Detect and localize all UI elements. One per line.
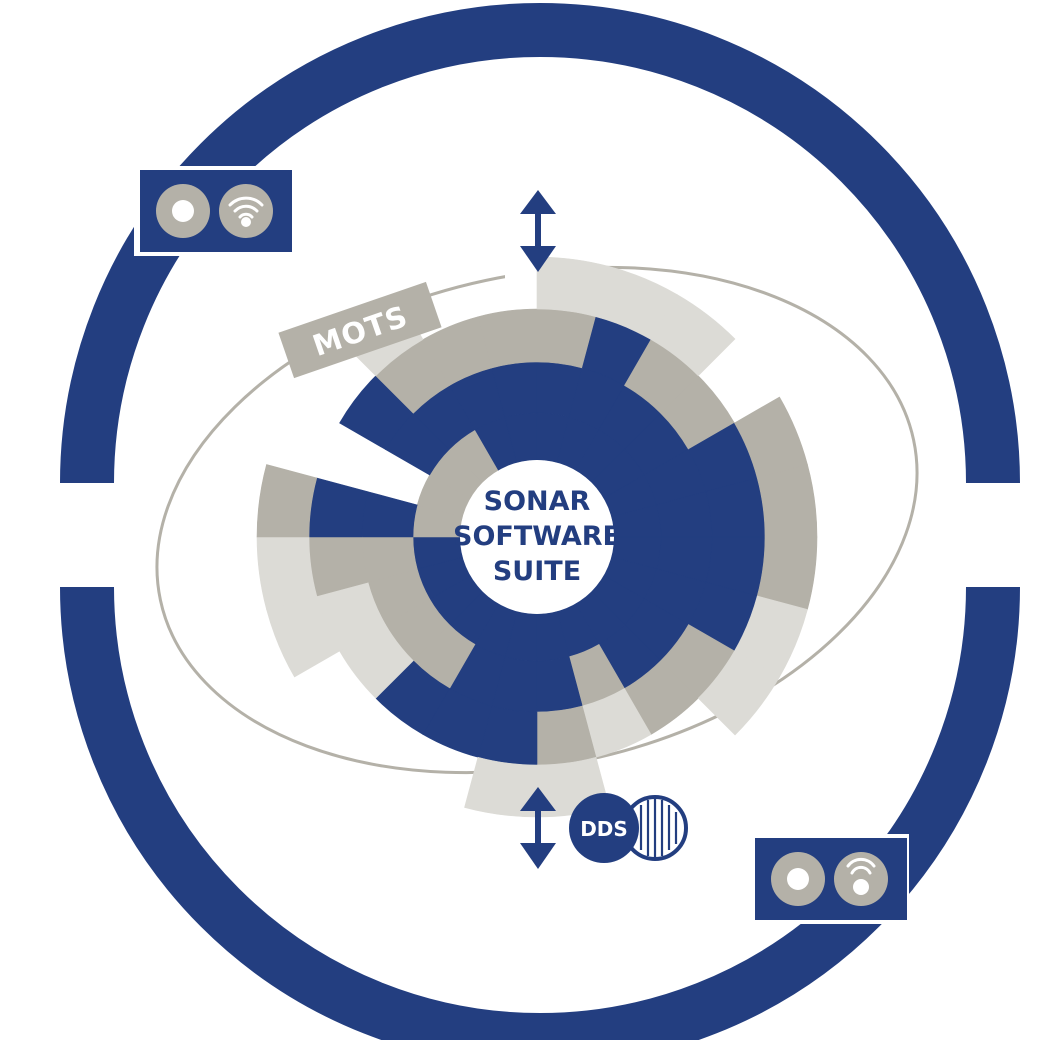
wifi-icon-waves [228, 196, 264, 219]
dot-icon-center [787, 868, 809, 890]
sunburst-wedge [650, 294, 736, 377]
arrow-down-head [520, 843, 556, 869]
mots-tag-box [278, 281, 442, 379]
data-stream-icon [639, 798, 678, 858]
arrow-shaft [535, 809, 541, 845]
sunburst-chart [256, 256, 818, 818]
sunburst-wedge [756, 464, 818, 538]
sensor-wave-icon-dot [853, 879, 869, 895]
center-label-line-3: SUITE [493, 556, 581, 587]
dds-circle [569, 793, 639, 863]
wifi-icon-dot [241, 217, 251, 227]
arrow-up-head [520, 787, 556, 811]
double-arrow-top [520, 190, 556, 272]
sensor-device [749, 834, 909, 924]
sunburst-wedge [361, 491, 418, 538]
sunburst-wedge [477, 308, 538, 369]
dds-label: DDS [580, 817, 628, 841]
dot-icon-center [172, 200, 194, 222]
wifi-icon [219, 184, 273, 238]
sunburst-wedge [256, 536, 318, 610]
transmitter-device [134, 166, 294, 256]
center-label-line-1: SONAR [484, 486, 591, 517]
ring-arc-top [60, 3, 1020, 484]
double-arrow-bottom [520, 787, 556, 869]
arrow-down-head [520, 246, 556, 272]
sunburst-wedge [256, 464, 318, 538]
sensor-wave-icon-waves [846, 857, 876, 875]
arrow-up-head [520, 190, 556, 214]
center-label-line-2: SOFTWARE [453, 521, 621, 552]
sunburst-wedge [697, 650, 780, 736]
arrow-shaft [535, 212, 541, 248]
sunburst-wedge [308, 477, 369, 538]
dds-badge: DDS [569, 793, 688, 863]
center-disc [460, 460, 614, 614]
sunburst-wedge [464, 756, 538, 818]
